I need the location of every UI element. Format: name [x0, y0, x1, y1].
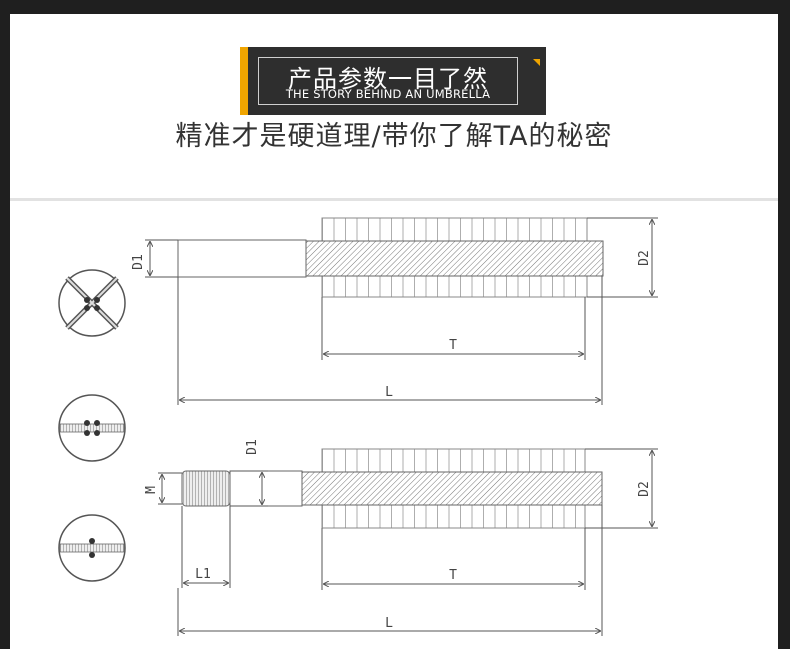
- section-divider: [10, 198, 778, 201]
- top-brush: [177, 217, 604, 298]
- title-cn: 产品参数一目了然: [288, 65, 488, 93]
- subtitle: 精准才是硬道理/带你了解TA的秘密: [175, 121, 613, 152]
- cross-section-double: [58, 394, 126, 462]
- content-page: 产品参数一目了然 THE STORY BEHIND AN UMBRELLA 精准…: [10, 14, 778, 649]
- bottom-dimensions: [158, 448, 658, 636]
- top-t-label: T: [449, 338, 457, 353]
- cross-section-cross: [58, 269, 126, 337]
- top-l-label: L: [385, 385, 393, 400]
- title-frame: 产品参数一目了然 THE STORY BEHIND AN UMBRELLA: [258, 57, 518, 105]
- title-en: THE STORY BEHIND AN UMBRELLA: [285, 87, 491, 101]
- top-d1-label: D1: [131, 254, 146, 270]
- bottom-l-label: L: [385, 616, 393, 631]
- top-d2-label: D2: [637, 250, 652, 266]
- bottom-m-label: M: [144, 486, 159, 494]
- bottom-l1-label: L1: [195, 567, 211, 582]
- bottom-t-label: T: [449, 568, 457, 583]
- top-dimensions: [145, 217, 658, 405]
- title-accent-bar: [240, 47, 248, 115]
- title-banner: 产品参数一目了然 THE STORY BEHIND AN UMBRELLA: [240, 47, 546, 115]
- cross-section-single: [58, 514, 126, 582]
- bottom-brush: [181, 448, 603, 529]
- title-corner-mark: [533, 59, 540, 66]
- bottom-d1-label: D1: [245, 439, 260, 455]
- bottom-d2-label: D2: [637, 481, 652, 497]
